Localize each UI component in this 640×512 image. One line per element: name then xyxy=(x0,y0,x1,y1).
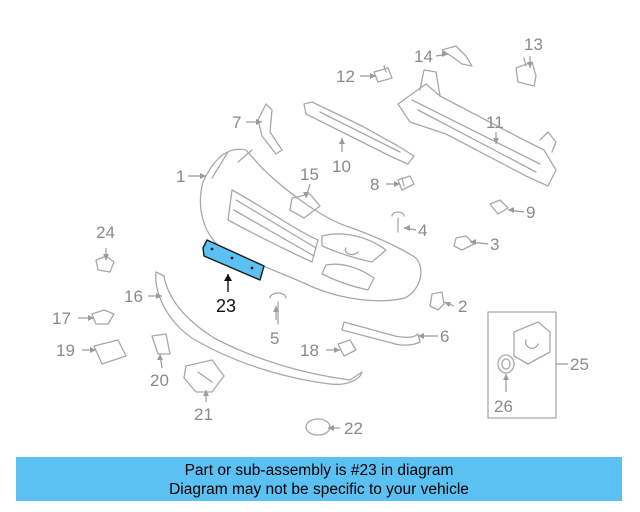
callout-25: 25 xyxy=(570,355,589,374)
part-8 xyxy=(397,175,415,191)
callout-19: 19 xyxy=(56,341,75,360)
part-24 xyxy=(95,255,115,273)
callout-16: 16 xyxy=(124,287,143,306)
part-4 xyxy=(391,211,405,233)
callout-21: 21 xyxy=(194,405,213,424)
callout-2: 2 xyxy=(458,297,467,316)
part-3 xyxy=(453,235,475,251)
banner-line-2: Diagram may not be specific to your vehi… xyxy=(169,481,469,498)
part-15 xyxy=(289,193,321,219)
callout-15: 15 xyxy=(300,165,319,184)
callout-4: 4 xyxy=(418,221,427,240)
callout-3: 3 xyxy=(490,235,499,254)
part-25-box xyxy=(487,311,557,419)
part-9 xyxy=(489,199,509,215)
callout-18: 18 xyxy=(300,341,319,360)
callout-22: 22 xyxy=(344,419,363,438)
part-2 xyxy=(429,291,445,311)
callout-7: 7 xyxy=(232,113,241,132)
part-5 xyxy=(269,292,287,325)
part-16 xyxy=(155,271,363,386)
callout-12: 12 xyxy=(336,67,355,86)
info-banner: Part or sub-assembly is #23 in diagram D… xyxy=(16,457,622,501)
callout-17: 17 xyxy=(52,309,71,328)
banner-line-1: Part or sub-assembly is #23 in diagram xyxy=(184,462,454,479)
callout-1: 1 xyxy=(176,167,185,186)
part-7 xyxy=(257,103,283,155)
part-19 xyxy=(93,339,127,365)
callout-6: 6 xyxy=(440,327,449,346)
part-22 xyxy=(305,418,331,436)
part-23-license-plate-bracket xyxy=(202,239,265,281)
parts-diagram: 1 2 3 4 5 6 7 8 9 10 11 12 13 14 15 16 1… xyxy=(52,35,589,438)
part-17 xyxy=(91,309,115,325)
part-26-ring xyxy=(497,354,515,374)
callout-8: 8 xyxy=(370,175,379,194)
callout-20: 20 xyxy=(150,371,169,390)
callout-14: 14 xyxy=(414,47,433,66)
part-6 xyxy=(341,321,421,346)
part-12 xyxy=(373,65,393,83)
callout-24: 24 xyxy=(96,223,115,242)
part-13 xyxy=(515,57,537,87)
part-18 xyxy=(337,339,357,357)
part-20 xyxy=(151,333,171,355)
callout-9: 9 xyxy=(526,203,535,222)
callout-13: 13 xyxy=(524,35,543,54)
part-21 xyxy=(183,359,225,393)
callout-5: 5 xyxy=(270,329,279,348)
part-14 xyxy=(441,45,473,67)
part-10 xyxy=(303,101,415,165)
callout-10: 10 xyxy=(332,157,351,176)
part-11-reinforcement-beam xyxy=(397,69,557,187)
callout-23: 23 xyxy=(216,296,236,316)
part-25-sensor xyxy=(513,321,551,365)
callout-26: 26 xyxy=(494,397,513,416)
callout-11: 11 xyxy=(486,113,504,132)
